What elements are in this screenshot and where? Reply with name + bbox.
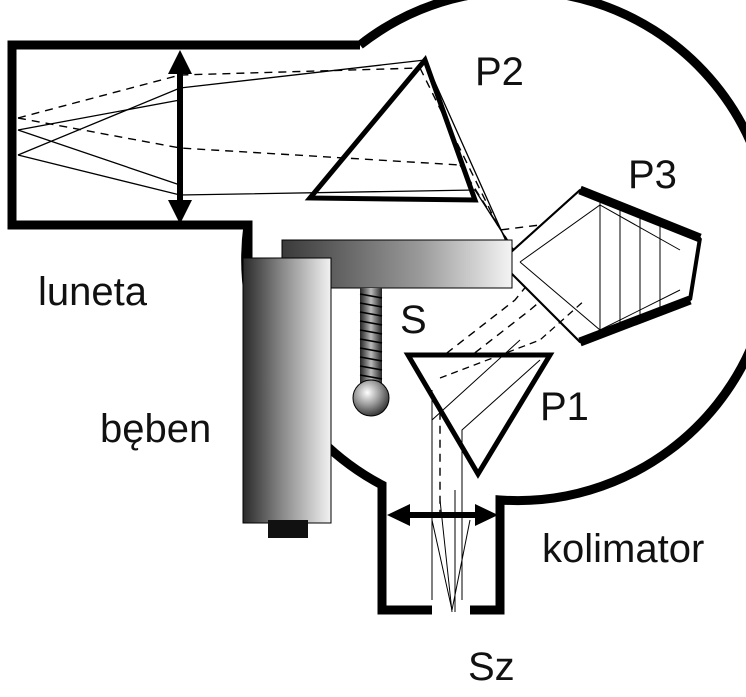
solid-rays (17, 59, 611, 331)
label-p1: P1 (540, 385, 589, 429)
prism-p3 (498, 185, 702, 347)
label-slit: Sz (468, 645, 515, 689)
p1-dashed-rays (439, 299, 586, 379)
spring-ball (352, 379, 390, 417)
spring (352, 288, 390, 417)
collimator-rays (431, 519, 471, 611)
collimator-lens-arrow (387, 504, 498, 526)
label-luneta: luneta (38, 270, 148, 314)
label-beben: bęben (100, 407, 211, 451)
prism-p2 (304, 55, 479, 203)
label-spring: S (400, 298, 427, 342)
label-p2: P2 (475, 50, 524, 94)
label-p3: P3 (628, 153, 677, 197)
label-kolimator: kolimator (542, 527, 704, 571)
telescope-lens-arrow (168, 50, 192, 224)
drum (242, 257, 332, 538)
telescope-tube (7, 40, 360, 262)
